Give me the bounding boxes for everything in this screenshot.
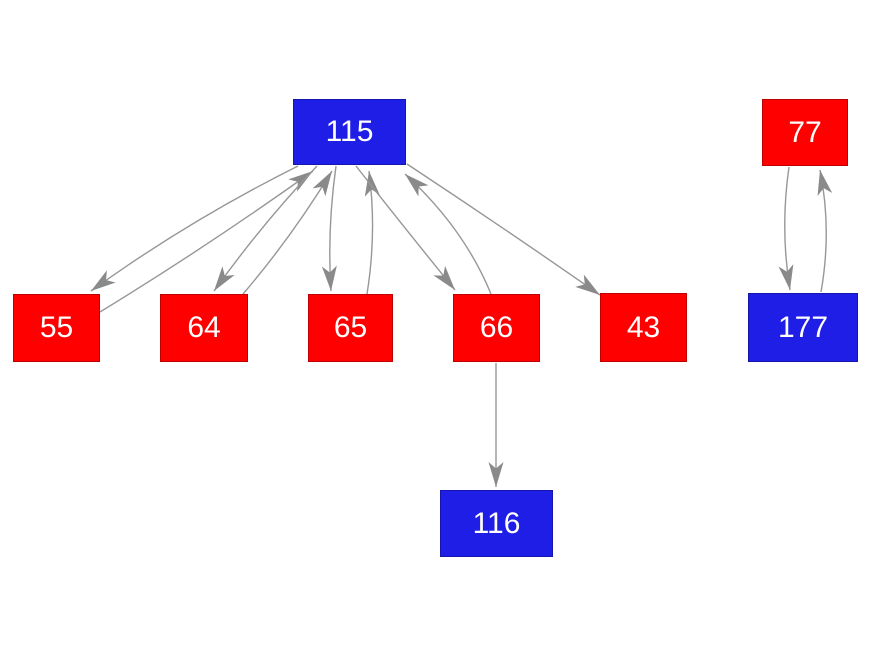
graph-node-115[interactable]: 115 (293, 99, 406, 165)
node-label: 66 (479, 311, 514, 344)
node-label: 115 (325, 115, 374, 148)
node-label: 77 (788, 115, 822, 149)
graph-node-64[interactable]: 64 (160, 294, 248, 362)
node-label: 43 (626, 310, 661, 344)
node-label: 64 (187, 311, 221, 344)
graph-node-65[interactable]: 65 (308, 294, 393, 362)
edge-77-177 (778, 166, 794, 291)
edge-115-65 (321, 165, 337, 292)
graph-node-116[interactable]: 116 (440, 490, 553, 557)
edge-115-55 (90, 165, 299, 292)
edge-115-66 (355, 165, 456, 291)
edge-115-43 (406, 163, 601, 296)
graph-node-43[interactable]: 43 (600, 293, 687, 362)
edge-55-115 (99, 170, 314, 313)
graph-node-77[interactable]: 77 (762, 99, 848, 166)
node-label: 177 (777, 310, 829, 344)
edge-177-77 (817, 169, 833, 293)
node-label: 116 (472, 506, 521, 540)
edge-64-115 (242, 170, 333, 295)
node-label: 65 (333, 311, 368, 344)
node-label: 55 (39, 311, 74, 344)
edge-66-115 (404, 173, 492, 295)
graph-node-66[interactable]: 66 (453, 294, 540, 362)
graph-node-177[interactable]: 177 (748, 293, 858, 362)
edge-115-64 (213, 165, 318, 292)
graph-node-55[interactable]: 55 (13, 294, 100, 362)
edge-65-115 (364, 170, 380, 295)
